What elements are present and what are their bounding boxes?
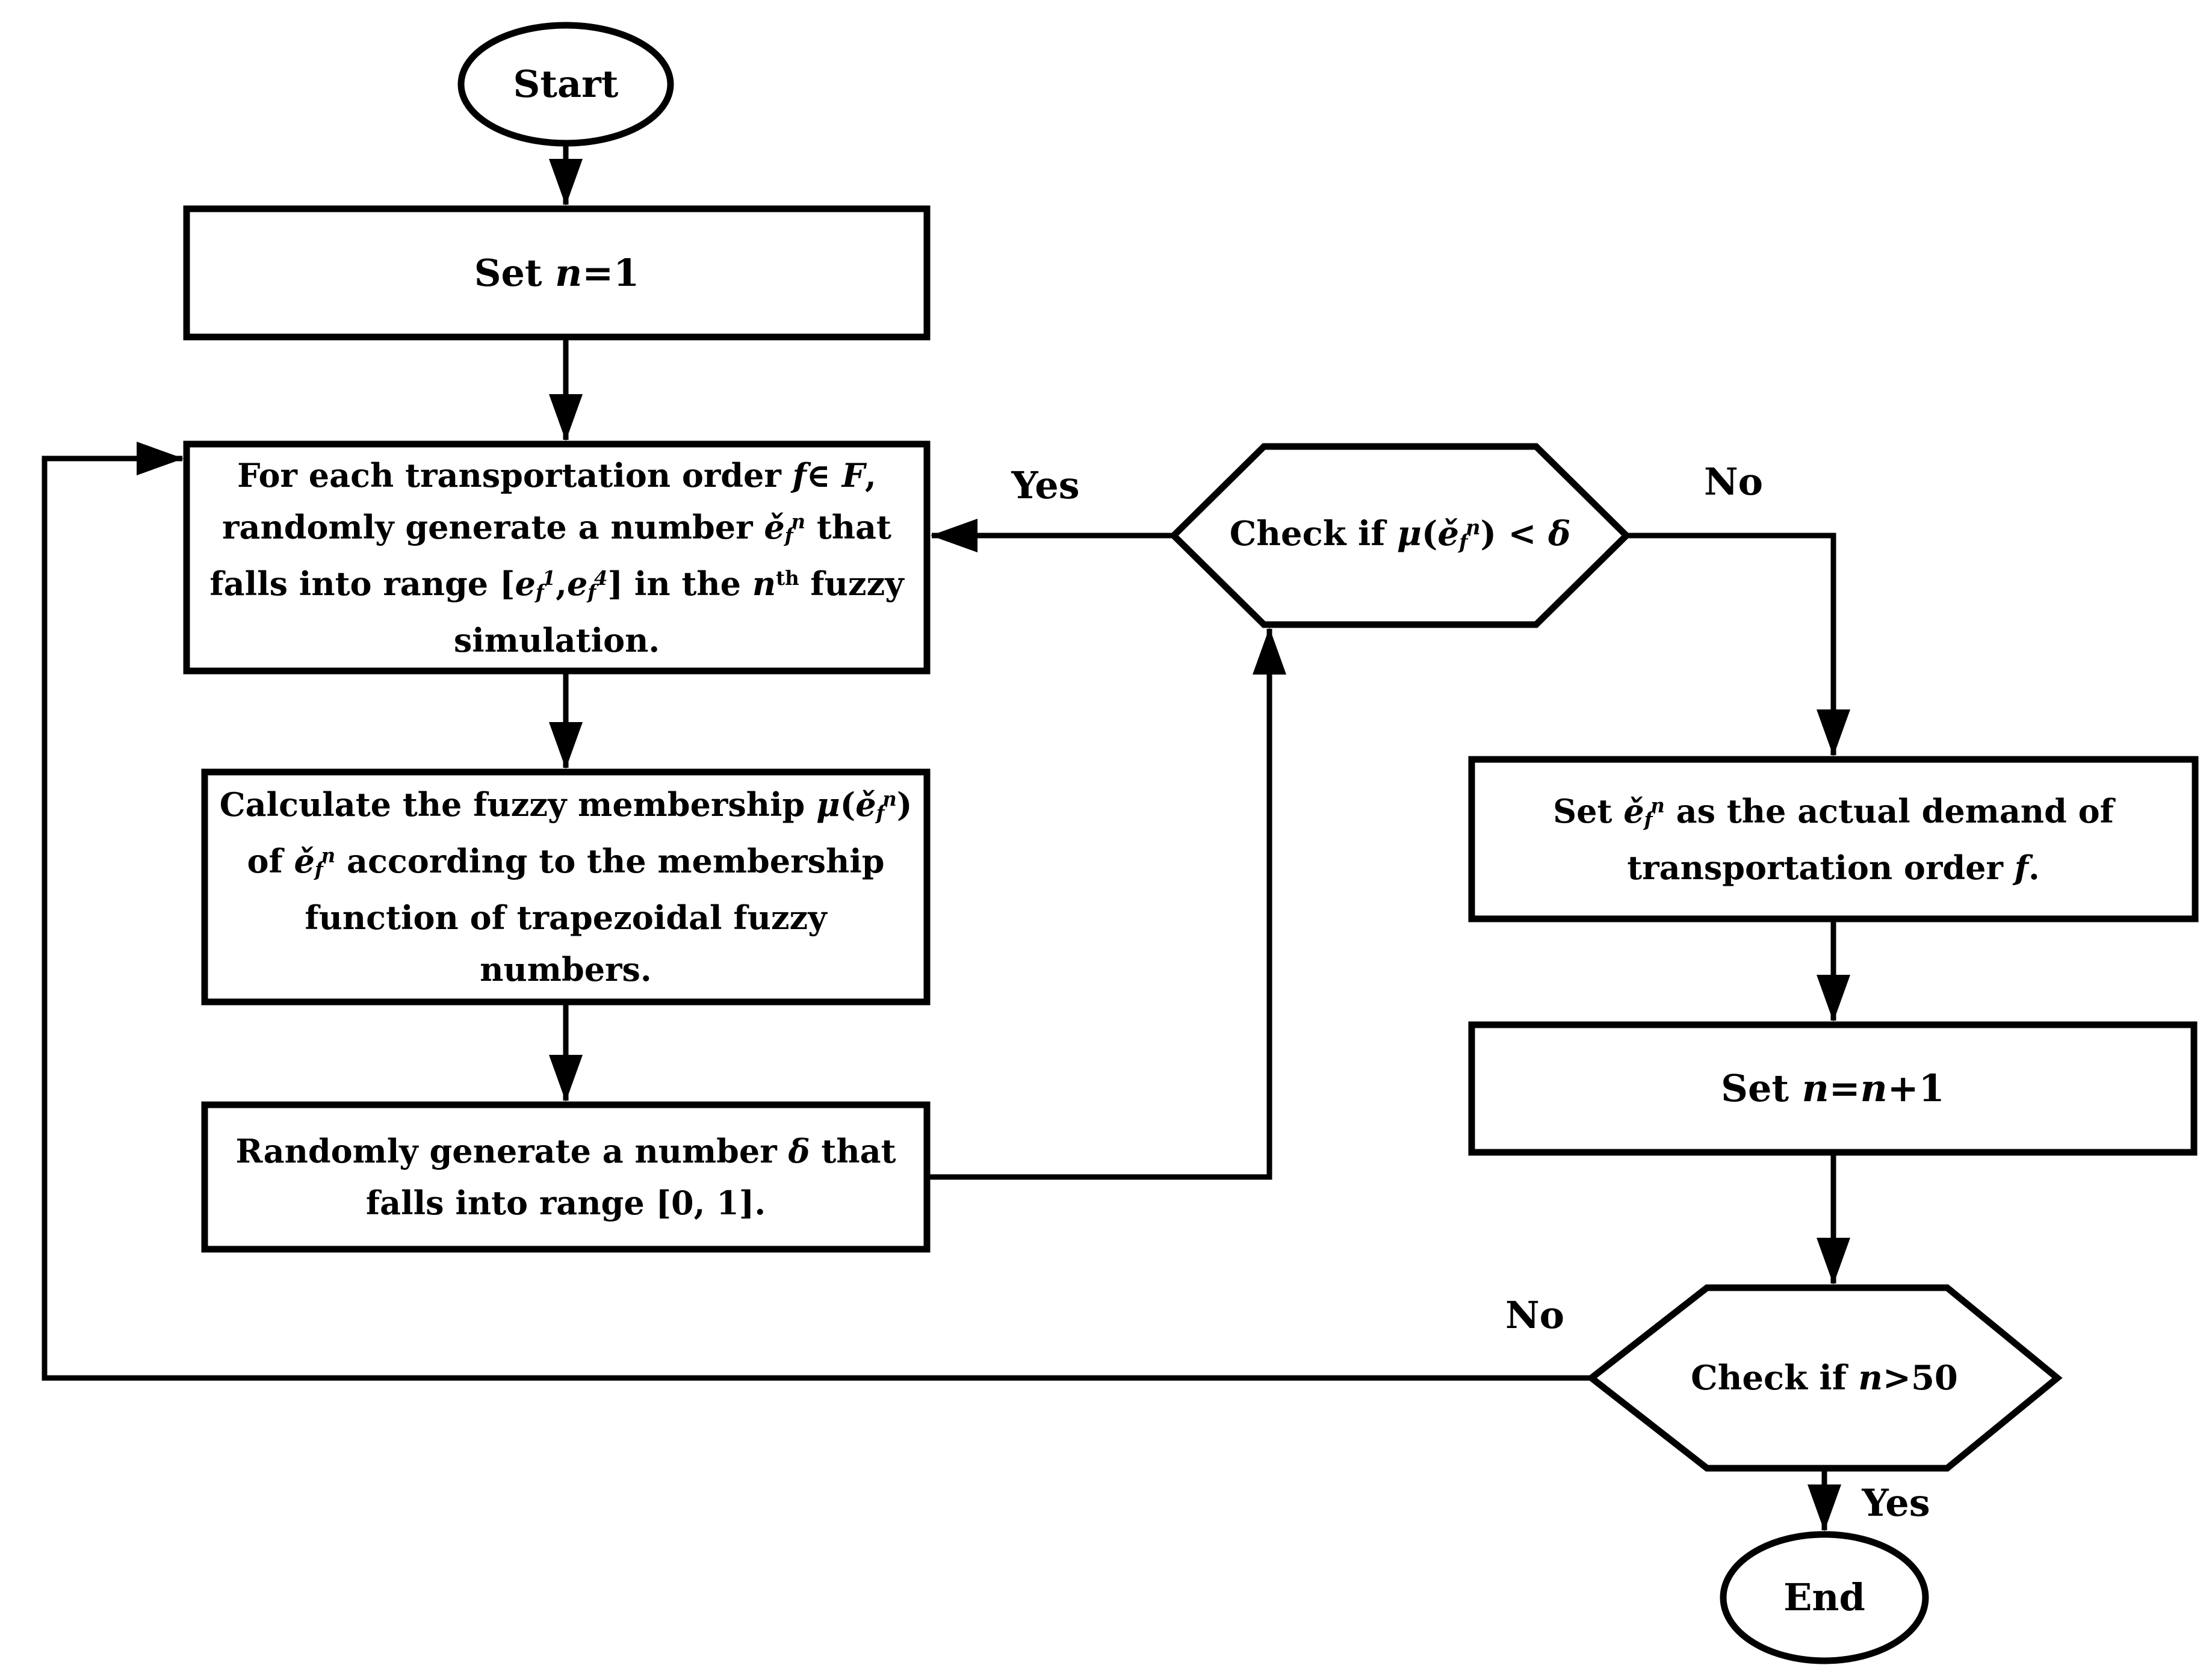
check-iterations-label: Check if n>50 — [1691, 1358, 1958, 1398]
generate-delta-process-shape — [201, 1101, 931, 1253]
calculate-membership-label: Calculate the fuzzy membership μ(ěfn)of … — [219, 785, 912, 989]
check-iterations-decision-shape — [1586, 1284, 2063, 1472]
set-demand-process-shape — [1468, 756, 2199, 922]
calculate-membership-process-shape — [201, 768, 931, 1005]
check-membership-yes-edge-label: Yes — [1011, 463, 1080, 507]
start-terminator-shape — [457, 22, 674, 147]
set-n-plus-1-label: Set n=n+1 — [1721, 1066, 1945, 1110]
connector-check-iterations-no-feedback-to-generate — [42, 442, 1591, 1381]
generate-number-label: For each transportation order f∈ F,rando… — [209, 456, 904, 660]
connector-delta-to-check-membership — [927, 628, 1286, 1180]
generate-number-process-shape — [183, 440, 931, 675]
end-terminator-shape — [1720, 1531, 1929, 1664]
check-membership-no-edge-label: No — [1703, 459, 1764, 504]
end-label: End — [1783, 1575, 1865, 1619]
set-n1-process-shape — [183, 205, 931, 341]
connector-check-membership-no-to-set-demand — [1626, 533, 1850, 756]
set-n1-label: Set n=1 — [474, 250, 640, 295]
check-membership-decision-shape — [1169, 443, 1631, 628]
check-iterations-yes-edge-label: Yes — [1862, 1480, 1930, 1525]
check-membership-label: Check if μ(ěfn) < δ — [1229, 513, 1571, 554]
set-n-plus-1-process-shape — [1468, 1021, 2198, 1156]
check-iterations-no-edge-label: No — [1505, 1293, 1565, 1337]
start-label: Start — [513, 62, 619, 106]
